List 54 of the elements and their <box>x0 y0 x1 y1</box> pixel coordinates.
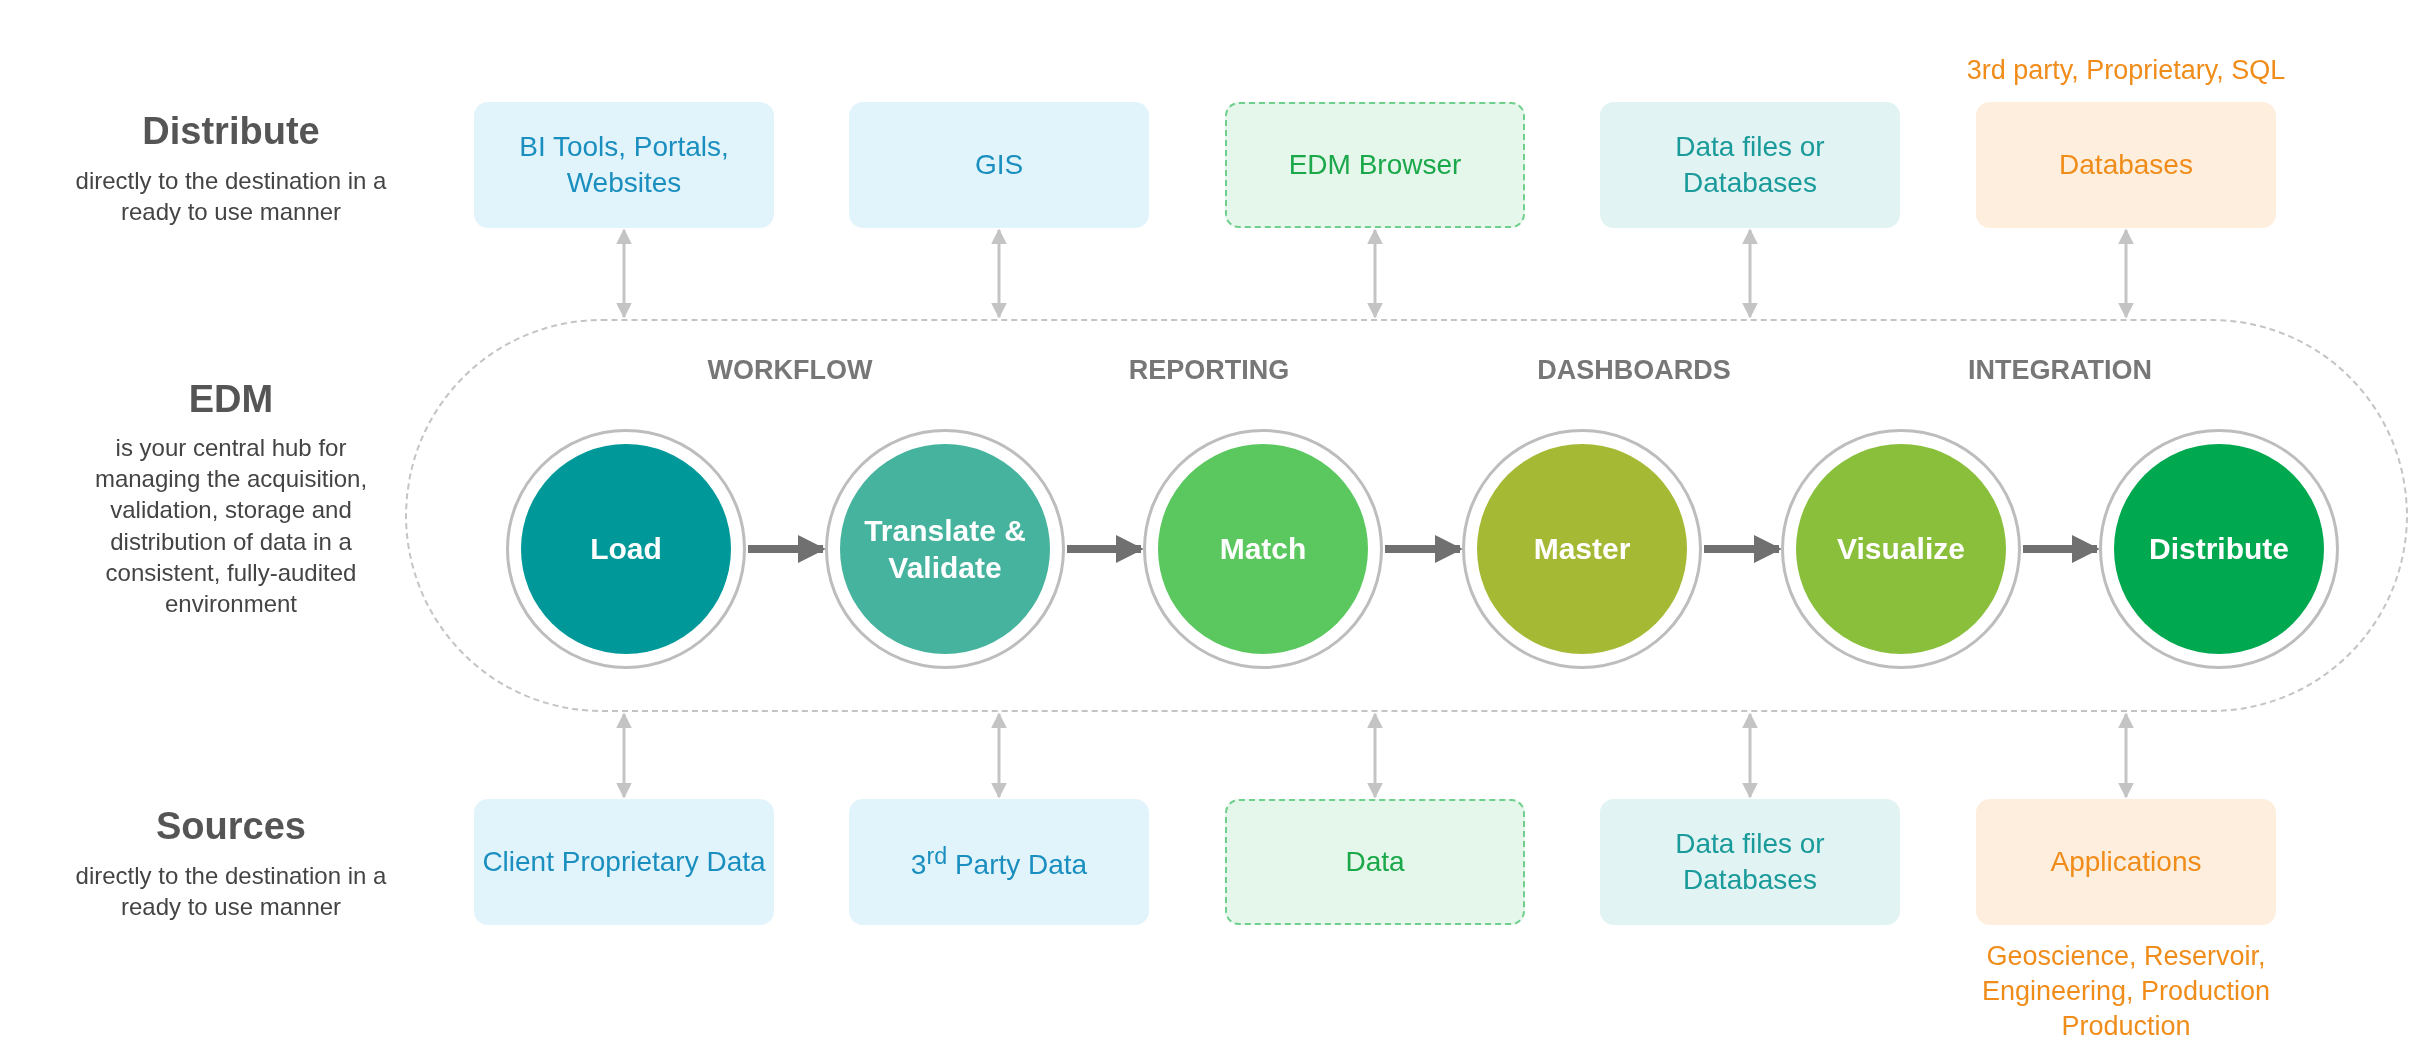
step-label: Master <box>1532 531 1632 568</box>
arrow <box>2118 712 2134 799</box>
hub-outline <box>405 319 2408 712</box>
section-title: Distribute <box>142 110 320 153</box>
section-heading: WORKFLOW <box>707 355 873 386</box>
system-box <box>474 799 774 925</box>
arrow <box>991 228 1007 319</box>
step-label: Visualize <box>1836 531 1966 568</box>
arrow <box>2023 535 2100 563</box>
note-text: Geoscience, Reservoir, Engineering, Production Production <box>1980 940 2272 1044</box>
box-label: Data files or Databases <box>1674 129 1826 200</box>
section-description: is your central hub for managing the acquisition, validation, storage and distribution of data in a consistent, fully-audited environment <box>93 433 369 619</box>
box-label: GIS <box>974 147 1024 182</box>
section-title: Sources <box>156 805 306 848</box>
arrow <box>1367 228 1383 319</box>
arrow <box>1742 228 1758 319</box>
arrow <box>2118 228 2134 319</box>
system-box <box>1600 102 1900 228</box>
box-label: Applications <box>2050 844 2202 879</box>
arrow <box>991 712 1007 799</box>
step-label: Load <box>589 531 663 568</box>
arrow <box>616 712 632 799</box>
arrow <box>1367 712 1383 799</box>
box-label: Client Proprietary Data <box>482 844 766 879</box>
step-label: Match <box>1218 531 1308 568</box>
box-label: Data files or Databases <box>1674 826 1826 897</box>
section-heading: DASHBOARDS <box>1537 355 1731 386</box>
system-box <box>1225 102 1525 228</box>
section-description: directly to the destination in a ready to use manner <box>74 166 388 228</box>
arrow <box>616 228 632 319</box>
system-box <box>1976 799 2276 925</box>
box-label: 3$^{rd}$ Party Data <box>910 841 1088 882</box>
system-box <box>1976 102 2276 228</box>
note-text: 3rd party, Proprietary, SQL <box>1965 53 2287 87</box>
arrow <box>1385 535 1463 563</box>
step-label: Translate & Validate <box>863 512 1027 586</box>
system-box <box>1225 799 1525 925</box>
system-box <box>474 102 774 228</box>
section-heading: INTEGRATION <box>1968 355 2152 386</box>
section-heading: REPORTING <box>1128 355 1290 386</box>
box-label: Databases <box>2059 147 2193 182</box>
arrow <box>1704 535 1782 563</box>
box-label: EDM Browser <box>1288 147 1462 182</box>
arrow <box>1067 535 1144 563</box>
system-box <box>849 799 1149 925</box>
arrow <box>1742 712 1758 799</box>
section-description: directly to the destination in a ready to use manner <box>74 861 388 923</box>
system-box <box>1600 799 1900 925</box>
box-label: Data <box>1345 844 1405 879</box>
step-label: Distribute <box>2148 531 2290 568</box>
box-label: BI Tools, Portals, Websites <box>518 129 730 200</box>
section-title: EDM <box>188 378 274 421</box>
arrow <box>748 535 826 563</box>
system-box <box>849 102 1149 228</box>
